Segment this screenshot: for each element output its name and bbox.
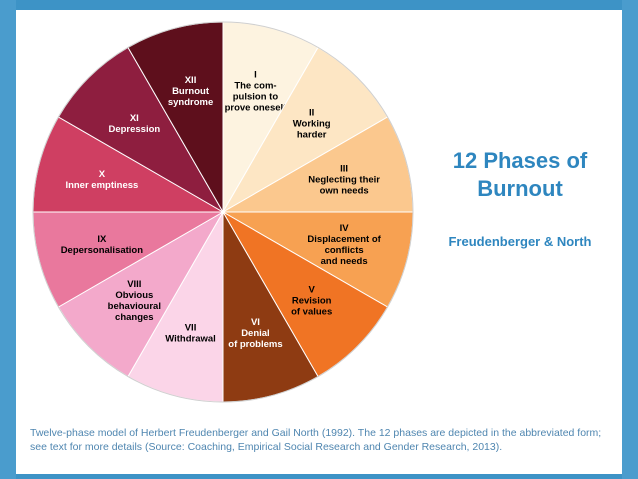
phase-text-line: of problems <box>228 339 282 350</box>
slide-title: 12 Phases of Burnout <box>452 148 588 201</box>
phase-text-line: Depersonalisation <box>61 245 144 256</box>
phase-number: VI <box>251 317 260 328</box>
phase-text-line: prove oneself <box>225 102 288 113</box>
wheel-outline <box>32 21 414 403</box>
phase-text-line: Depression <box>108 124 160 135</box>
phase-text-line: Neglecting their <box>308 175 380 186</box>
phase-text-line: harder <box>297 129 327 140</box>
phase-text-line: of values <box>291 307 332 318</box>
phase-text-line: Inner emptiness <box>65 180 138 191</box>
phase-number: I <box>254 69 257 80</box>
phase-number: IV <box>340 223 350 234</box>
phase-number: VIII <box>127 279 141 290</box>
phase-text-line: Displacement of <box>307 234 381 245</box>
right-border <box>622 0 638 479</box>
phase-text-line: own needs <box>320 186 369 197</box>
figure-caption: Twelve-phase model of Herbert Freudenber… <box>30 427 602 453</box>
phase-text-line: and needs <box>321 256 368 267</box>
phase-number: II <box>309 107 314 118</box>
phase-text-line: Denial <box>241 328 270 339</box>
phase-text-line: Burnout <box>172 86 210 97</box>
phase-text-line: syndrome <box>168 97 213 108</box>
left-border <box>0 0 16 479</box>
phase-number: III <box>340 164 348 175</box>
phase-text-line: changes <box>115 312 154 323</box>
phase-text-line: Obvious <box>115 290 153 301</box>
phase-text-line: The com- <box>234 80 276 91</box>
phase-number: XII <box>185 75 197 86</box>
phase-text-line: pulsion to <box>233 91 279 102</box>
phase-number: IX <box>97 234 107 245</box>
phase-number: XI <box>130 113 139 124</box>
phase-number: X <box>99 169 106 180</box>
phase-number: VII <box>185 323 197 334</box>
phase-text-line: Revision <box>292 296 332 307</box>
phase-text-line: Working <box>293 118 331 129</box>
phase-number: V <box>308 285 315 296</box>
phase-text-line: conflicts <box>325 245 364 256</box>
slide-subtitle: Freudenberger & North <box>448 234 592 249</box>
phase-text-line: behavioural <box>108 301 161 312</box>
phase-text-line: Withdrawal <box>165 334 216 345</box>
